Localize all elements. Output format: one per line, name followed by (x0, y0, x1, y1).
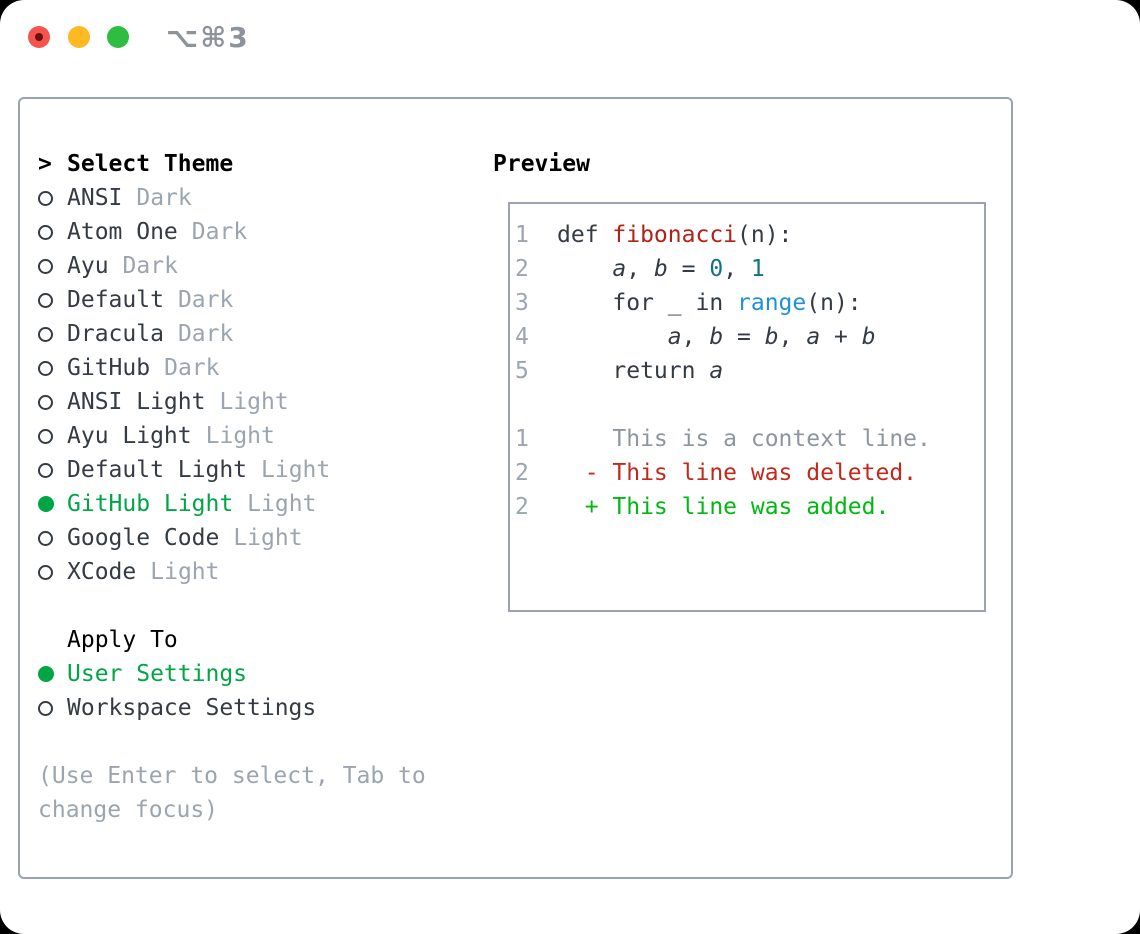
preview-title: Preview (493, 151, 590, 177)
theme-tag: Dark (191, 219, 248, 245)
cursor-marker: > (38, 151, 52, 177)
code-line-5: 5 return a (510, 354, 984, 388)
radio-icon (38, 462, 53, 478)
help-text-line-2: change focus) (38, 797, 219, 823)
theme-tag: Light (233, 525, 303, 551)
code-line-3: 3 for _ in range(n): (510, 286, 984, 320)
theme-tag: Dark (177, 287, 234, 313)
apply-to-header: Apply To (38, 623, 426, 657)
line-number: 2 (515, 256, 529, 282)
radio-icon (38, 258, 53, 274)
line-number: 2 (515, 460, 529, 486)
titlebar: ⌥⌘3 (0, 0, 1140, 74)
radio-icon (38, 326, 53, 342)
theme-tag: Light (150, 559, 220, 585)
theme-tag: Dark (136, 185, 192, 211)
line-number: 1 (515, 426, 529, 452)
diff-line-added: 2 + This line was added. (510, 490, 984, 524)
zoom-button[interactable] (107, 26, 129, 48)
spacer (38, 725, 426, 759)
theme-tag: Dark (177, 321, 234, 347)
select-theme-header: > Select Theme (38, 147, 426, 181)
theme-tag: Dark (164, 355, 220, 381)
diff-line-context: 1 This is a context line. (510, 422, 984, 456)
select-theme-title: Select Theme (67, 151, 234, 177)
spacer (38, 589, 426, 623)
theme-tag: Light (219, 389, 289, 415)
apply-to-title: Apply To (67, 627, 178, 653)
theme-tag: Light (261, 457, 331, 483)
radio-icon (38, 428, 53, 444)
apply-option-user-settings[interactable]: User Settings (38, 657, 426, 691)
line-number: 5 (515, 358, 529, 384)
theme-tag: Light (205, 423, 275, 449)
radio-icon (38, 530, 53, 546)
window-shortcut-label: ⌥⌘3 (166, 21, 250, 54)
code-line-4: 4 a, b = b, a + b (510, 320, 984, 354)
diff-line-deleted: 2 - This line was deleted. (510, 456, 984, 490)
line-number: 3 (515, 290, 529, 316)
blank-line (510, 388, 984, 422)
radio-selected-icon (38, 666, 54, 682)
line-number: 2 (515, 494, 529, 520)
unsaved-dot-icon (35, 33, 43, 41)
theme-tag: Light (247, 491, 317, 517)
close-button[interactable] (28, 26, 50, 48)
code-line-2: 2 a, b = 0, 1 (510, 252, 984, 286)
radio-icon (38, 564, 53, 580)
theme-tag: Dark (122, 253, 178, 279)
minimize-button[interactable] (68, 26, 90, 48)
radio-icon (38, 700, 53, 716)
radio-icon (38, 394, 53, 410)
help-text-line-1: (Use Enter to select, Tab to (38, 763, 426, 789)
radio-icon (38, 190, 53, 206)
radio-icon (38, 292, 53, 308)
line-number: 1 (515, 222, 529, 248)
line-number: 4 (515, 324, 529, 350)
apply-option-workspace-settings[interactable]: Workspace Settings (38, 691, 426, 725)
radio-icon (38, 224, 53, 240)
radio-icon (38, 360, 53, 376)
radio-selected-icon (38, 496, 54, 512)
